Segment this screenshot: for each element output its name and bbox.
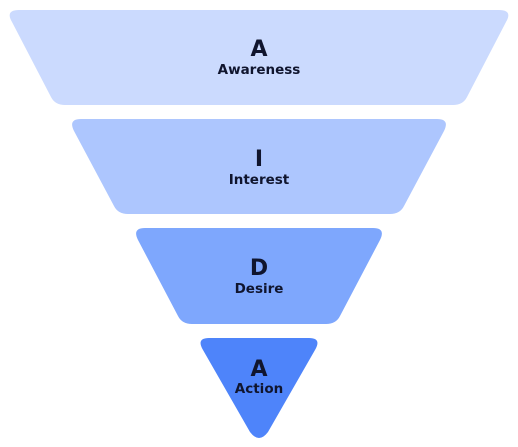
funnel-stage-desire-letter: D — [250, 256, 268, 281]
funnel-stage-awareness-label: Awareness — [218, 62, 301, 78]
funnel-stage-action-label: Action — [235, 381, 283, 397]
funnel-stage-action-shape — [200, 338, 318, 438]
funnel-stage-awareness-shape — [9, 10, 509, 105]
funnel-stage-awareness-letter: A — [250, 37, 267, 62]
funnel-stage-action-letter: A — [250, 357, 267, 382]
funnel-stage-desire-shape — [136, 228, 382, 324]
funnel-stage-desire-label: Desire — [235, 281, 284, 297]
funnel-stage-interest-label: Interest — [229, 172, 290, 188]
funnel-stage-desire: D Desire — [136, 228, 382, 324]
funnel-stage-interest-letter: I — [255, 147, 263, 172]
funnel-stage-action: A Action — [200, 338, 318, 438]
funnel-stage-interest-shape — [72, 119, 446, 214]
funnel-stage-interest: I Interest — [72, 119, 446, 214]
funnel-stage-awareness: A Awareness — [9, 10, 509, 105]
